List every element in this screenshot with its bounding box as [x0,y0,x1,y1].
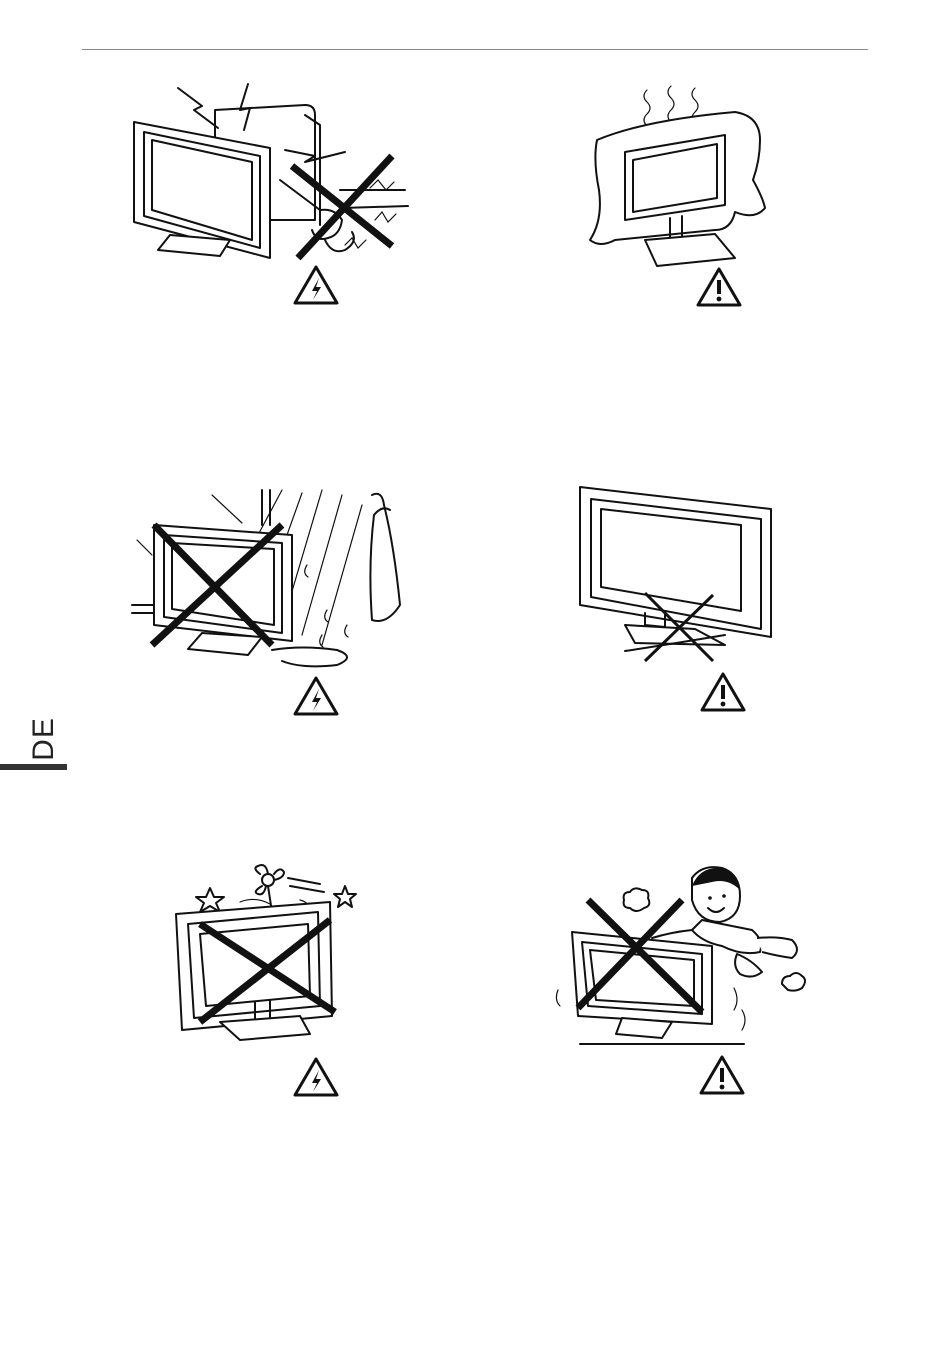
header-rule [82,49,868,50]
illustration-open-back-cover [120,70,420,310]
electric-shock-warning-icon [292,264,340,306]
panel-no-cable-under-stand [575,485,785,675]
language-tab-bar [0,764,67,770]
language-label: DE [27,709,61,769]
panel-no-rain-moisture [132,485,422,685]
panel-no-child-climbing [552,860,812,1060]
caution-exclamation-icon [699,671,747,713]
panel-no-objects-on-top [160,862,370,1052]
illustration-covered-tv [585,80,785,310]
caution-exclamation-icon [695,266,743,308]
illustration-cable-under-tv [575,485,785,675]
language-tab: DE [22,706,62,766]
electric-shock-warning-icon [292,675,340,717]
electric-shock-warning-icon [292,1056,340,1098]
illustration-vase-on-tv [160,862,370,1052]
panel-no-covering-ventilation [585,80,785,310]
illustration-child-on-tv [552,860,812,1060]
illustration-rain-near-tv [132,485,422,685]
caution-exclamation-icon [698,1054,746,1096]
panel-no-opening-back-cover [120,70,420,310]
